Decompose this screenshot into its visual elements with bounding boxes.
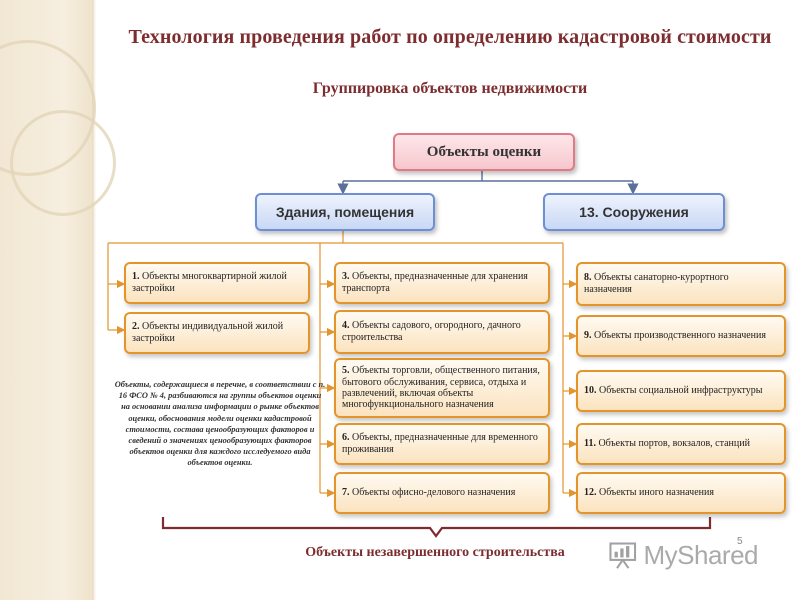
category-box-11: 11. Объекты портов, вокзалов, станций [576,423,786,465]
category-label: Объекты офисно-делового назначения [352,486,516,498]
category-box-2: 2. Объекты индивидуальной жилой застройк… [124,312,310,354]
category-number: 11. [584,437,596,449]
root-node-box: Объекты оценки [393,133,575,171]
category-box-9: 9. Объекты производственного назначения [576,315,786,357]
side-band-edge [92,0,96,600]
unfinished-construction-label: Объекты незавершенного строительства [305,545,565,560]
category-label: Объекты торговли, общественного питания,… [342,365,540,411]
decorative-circle [10,110,116,216]
branch-buildings-box: Здания, помещения [255,193,435,231]
category-number: 8. [584,271,592,283]
slide-title: Технология проведения работ по определен… [128,26,772,48]
category-box-10: 10. Объекты социальной инфраструктуры [576,370,786,412]
category-label: Объекты садового, огородного, дачного ст… [342,319,521,344]
category-number: 5. [342,365,350,377]
category-label: Объекты производственного назначения [594,329,766,341]
presentation-board-icon [609,542,637,569]
category-label: Объекты, предназначенные для хранения тр… [342,270,528,295]
category-label: Объекты многоквартирной жилой застройки [132,270,287,295]
category-label: Объекты портов, вокзалов, станций [598,437,750,449]
page-number: 5 [737,536,743,547]
category-number: 12. [584,486,597,498]
category-box-5: 5. Объекты торговли, общественного питан… [334,358,550,418]
category-label: Объекты социальной инфраструктуры [599,384,763,396]
category-box-1: 1. Объекты многоквартирной жилой застрой… [124,262,310,304]
category-number: 9. [584,329,592,341]
category-label: Объекты иного назначения [599,486,714,498]
slide-subtitle: Группировка объектов недвижимости [312,80,588,97]
category-number: 7. [342,486,350,498]
branch-structures-box: 13. Сооружения [543,193,725,231]
watermark-logo: MyShared [608,536,758,574]
category-number: 1. [132,270,140,282]
category-number: 10. [584,384,597,396]
category-box-4: 4. Объекты садового, огородного, дачного… [334,310,550,354]
category-number: 4. [342,319,350,331]
category-number: 6. [342,431,350,443]
category-box-3: 3. Объекты, предназначенные для хранения… [334,262,550,304]
methodology-note: Объекты, содержащиеся в перечне, в соотв… [114,380,326,468]
category-label: Объекты, предназначенные для временного … [342,431,538,456]
bottom-brace [161,517,712,538]
category-box-12: 12. Объекты иного назначения [576,472,786,514]
logo-text: MyShared [643,539,759,570]
category-box-7: 7. Объекты офисно-делового назначения [334,472,550,514]
category-number: 3. [342,270,350,282]
category-box-8: 8. Объекты санаторно-курортного назначен… [576,262,786,306]
category-label: Объекты санаторно-курортного назначения [584,271,729,296]
category-label: Объекты индивидуальной жилой застройки [132,320,284,345]
category-number: 2. [132,320,140,332]
category-box-6: 6. Объекты, предназначенные для временно… [334,423,550,465]
